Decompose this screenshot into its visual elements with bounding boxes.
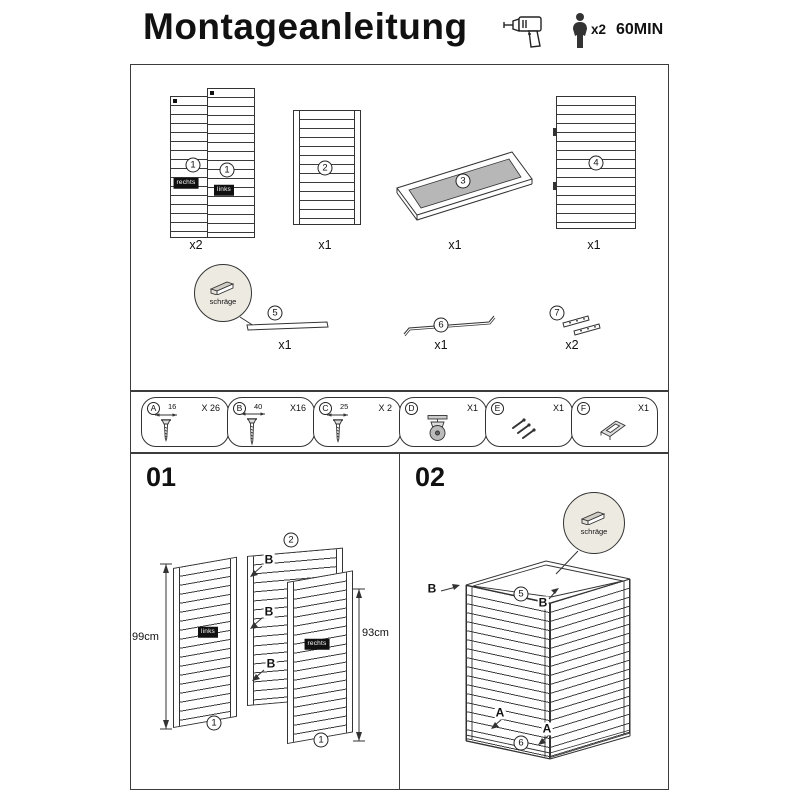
step1-left-number-badge: 1 bbox=[206, 715, 222, 731]
part7-qty: x2 bbox=[565, 338, 579, 352]
buckle-fitting-icon bbox=[600, 420, 626, 440]
screw-icon bbox=[327, 413, 348, 443]
step2-right-face bbox=[550, 578, 630, 758]
bevel-strip-icon bbox=[581, 511, 606, 525]
step2-left-face bbox=[466, 585, 550, 760]
part3-number-badge: 3 bbox=[455, 173, 471, 189]
part5-qty: x1 bbox=[278, 338, 292, 352]
panel-slats bbox=[180, 558, 230, 726]
step1-screw-label-b2: B bbox=[263, 604, 275, 619]
step1-screw-label-b3: B bbox=[265, 656, 277, 671]
caster-wheel-icon bbox=[427, 415, 448, 441]
step2-callout: schräge bbox=[563, 492, 625, 554]
part1-number-badge: 1 bbox=[219, 162, 235, 178]
part5-callout: schräge bbox=[194, 264, 252, 322]
hardware-e-qty: X1 bbox=[552, 403, 564, 413]
hardware-c-qty: X 2 bbox=[378, 403, 392, 413]
step1-right-number-badge: 1 bbox=[313, 732, 329, 748]
step1-number: 01 bbox=[146, 462, 177, 492]
panel-rail bbox=[354, 111, 360, 224]
part1-number-badge: 1 bbox=[185, 157, 201, 173]
small-fittings-icon bbox=[512, 418, 536, 439]
step2-part6-badge: 6 bbox=[513, 735, 529, 751]
parts-overview-box bbox=[130, 64, 669, 391]
part6-number-badge: 6 bbox=[433, 317, 449, 333]
hardware-c-letter: C bbox=[319, 402, 332, 415]
panel-rail bbox=[294, 111, 300, 224]
step2-screw-label-b-left: B bbox=[426, 581, 438, 596]
hardware-e: E X1 bbox=[485, 397, 573, 447]
hardware-d: D X1 bbox=[399, 397, 487, 447]
hinge-mark bbox=[553, 182, 557, 190]
hardware-c: C 25 X 2 bbox=[313, 397, 401, 447]
hardware-a-qty: X 26 bbox=[201, 403, 220, 413]
hardware-box bbox=[130, 391, 669, 453]
hardware-f-qty: X1 bbox=[637, 403, 649, 413]
hardware-b: B 40 X16 bbox=[227, 397, 315, 447]
panel-rail bbox=[346, 571, 352, 733]
step2-screw-label-b-top: B bbox=[537, 595, 549, 610]
panel-slats bbox=[551, 579, 629, 757]
screw-hole-dot bbox=[210, 91, 214, 95]
panel-slats bbox=[294, 572, 346, 742]
hardware-e-letter: E bbox=[491, 402, 504, 415]
bevel-strip-icon bbox=[210, 281, 235, 295]
step1-dim-left: 99cm bbox=[132, 631, 159, 643]
part1-chip-rechts: rechts bbox=[173, 177, 199, 189]
hardware-a-letter: A bbox=[147, 402, 160, 415]
hardware-a: A 16 X 26 bbox=[141, 397, 229, 447]
part1-chip-links: links bbox=[213, 184, 235, 196]
hardware-f-letter: F bbox=[577, 402, 590, 415]
hinge-mark bbox=[553, 128, 557, 136]
step2-box bbox=[399, 453, 669, 790]
step1-chip-rechts: rechts bbox=[304, 638, 330, 650]
step2-screw-label-a2: A bbox=[541, 721, 553, 736]
step1-chip-links: links bbox=[197, 626, 219, 638]
part2-number-badge: 2 bbox=[317, 160, 333, 176]
part1-qty: x2 bbox=[189, 238, 203, 252]
step2-part5-badge: 5 bbox=[513, 586, 529, 602]
part4-number-badge: 4 bbox=[588, 155, 604, 171]
step1-screw-label-b1: B bbox=[263, 552, 275, 567]
part2-qty: x1 bbox=[318, 238, 332, 252]
person-count: x2 bbox=[591, 22, 607, 37]
step2-screw-label-a1: A bbox=[494, 705, 506, 720]
page-title: Montageanleitung bbox=[143, 6, 468, 47]
hardware-d-letter: D bbox=[405, 402, 418, 415]
part5-number-badge: 5 bbox=[267, 305, 283, 321]
hardware-b-letter: B bbox=[233, 402, 246, 415]
step2-number: 02 bbox=[415, 462, 446, 492]
duration-label: 60MIN bbox=[616, 21, 664, 38]
part7-number-badge: 7 bbox=[549, 305, 565, 321]
step2-callout-label: schräge bbox=[580, 527, 608, 536]
hardware-a-dim: 16 bbox=[168, 402, 177, 411]
step1-right-panel bbox=[287, 570, 353, 744]
step1-back-number-badge: 2 bbox=[283, 532, 299, 548]
hardware-d-qty: X1 bbox=[466, 403, 478, 413]
part6-qty: x1 bbox=[434, 338, 448, 352]
step1-dim-right: 93cm bbox=[362, 627, 389, 639]
part4-qty: x1 bbox=[587, 238, 601, 252]
panel-rail bbox=[230, 557, 236, 717]
person-icon bbox=[573, 13, 587, 48]
screw-icon bbox=[155, 413, 177, 442]
hardware-b-qty: X16 bbox=[289, 403, 306, 413]
part2-panel bbox=[293, 110, 361, 225]
hardware-b-dim: 40 bbox=[254, 402, 263, 411]
screw-hole-dot bbox=[173, 99, 177, 103]
part5-callout-label: schräge bbox=[209, 297, 237, 306]
step1-left-panel bbox=[173, 556, 237, 728]
part3-qty: x1 bbox=[448, 238, 462, 252]
hardware-f: F X1 bbox=[571, 397, 658, 447]
hardware-c-dim: 25 bbox=[340, 402, 349, 411]
panel-slats bbox=[467, 586, 549, 758]
screw-icon bbox=[241, 412, 265, 446]
drill-icon bbox=[503, 16, 542, 48]
